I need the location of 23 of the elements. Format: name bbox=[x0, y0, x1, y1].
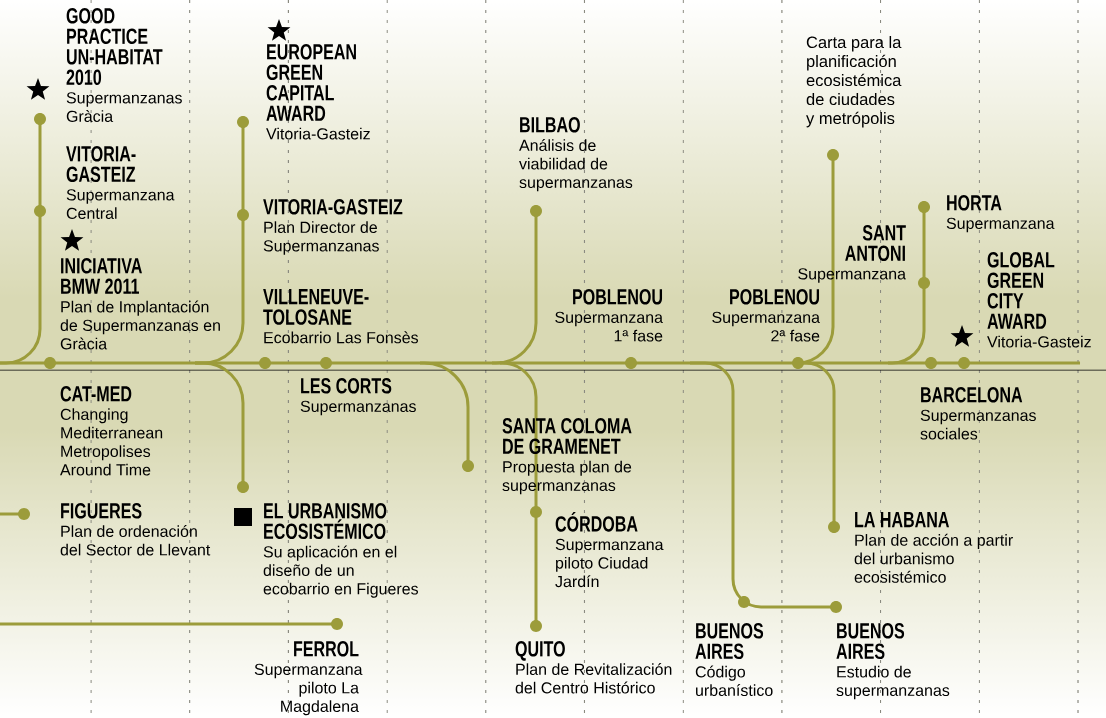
timeline-entry: LES CORTS Supermanzanas bbox=[300, 378, 416, 416]
timeline-entry: VITORIA-GASTEIZ Supermanzana Central bbox=[66, 146, 175, 219]
timeline-entry: GLOBAL GREEN CITY AWARD Vitoria-Gasteiz bbox=[987, 252, 1091, 348]
timeline-entry: BILBAO Análisis de viabilidad de supermanzanas bbox=[519, 117, 633, 192]
timeline-entry: CÓRDOBA Supermanzana piloto Ciudad Jardín bbox=[555, 512, 664, 588]
timeline-entry: BARCELONA Supermanzanas sociales bbox=[920, 387, 1036, 440]
timeline-entry: GOOD PRACTICE UN-HABITAT 2010 Supermanzanas Gràcia bbox=[66, 8, 182, 122]
timeline-entry: VILLENEUVE-TOLOSANE Ecobarrio Las Fonsès bbox=[263, 289, 418, 344]
timeline-entry: FERROL Supermanzana piloto La Magdalena bbox=[254, 641, 363, 716]
timeline-entry: Carta para la planificación ecosistémica de ciudades y metrópolis bbox=[806, 36, 902, 128]
timeline-entry: EL URBANISMO ECOSISTÉMICO Su aplicación en el diseño de un ecobarrio en Figueres bbox=[263, 503, 418, 598]
timeline-entry: INICIATIVA BMW 2011 Plan de Implantación de Supermanzanas en Gràcia bbox=[60, 258, 220, 350]
timeline-entry: FIGUERES Plan de ordenación del Sector de Llevant bbox=[60, 503, 211, 556]
timeline-entry: VITORIA-GASTEIZ Plan Director de Supermanzanas bbox=[263, 199, 403, 255]
timeline-entry: POBLENOU Supermanzana 1ª fase bbox=[555, 289, 663, 342]
timeline-entry: POBLENOU Supermanzana 2ª fase bbox=[712, 289, 820, 342]
timeline-entry: EUROPEAN GREEN CAPITAL AWARD Vitoria-Gasteiz bbox=[266, 44, 370, 140]
timeline-entry: HORTA Supermanzana bbox=[946, 195, 1055, 233]
timeline-entry: QUITO Plan de Revitalización del Centro Histórico bbox=[515, 641, 672, 694]
timeline-entry: BUENOS AIRES Estudio de supermanzanas bbox=[836, 623, 950, 700]
timeline-entry: LA HABANA Plan de acción a partir del urbanismo ecosistémico bbox=[854, 512, 1013, 583]
timeline-entry: CAT-MED Changing Mediterranean Metropolises Around Time bbox=[60, 386, 163, 476]
timeline-entry: BUENOS AIRES Código urbanístico bbox=[695, 623, 773, 697]
